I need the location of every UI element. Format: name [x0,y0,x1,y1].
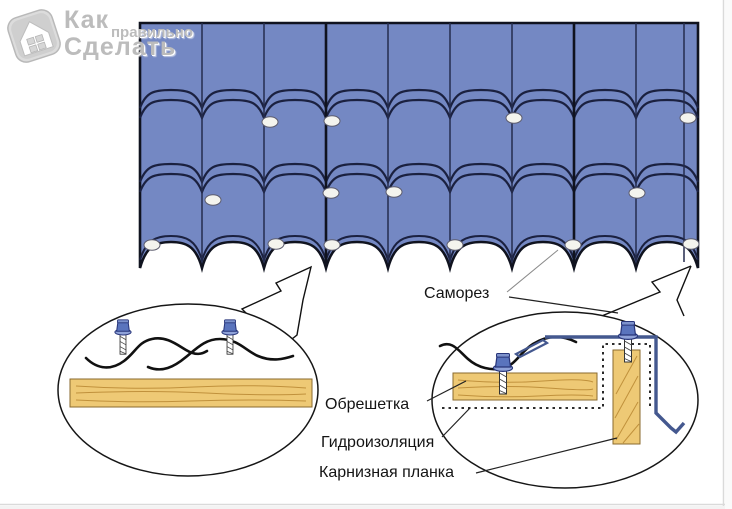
roof-screw [505,112,523,124]
logo-house-icon [7,9,61,63]
watermark-word-1: Как [64,6,109,34]
roof-screw [385,186,403,198]
label-eaves-strip: Карнизная планка [319,464,455,481]
roof-sheet-fill [138,21,700,273]
callout-arrow-right [574,265,692,328]
roof-screw [143,239,161,251]
roof-screws [143,112,700,251]
roof-screw [323,239,341,251]
sheet-joint-lines [324,23,576,266]
tile-column-lines [201,23,685,262]
roof-screw [204,194,222,206]
detail-oval-right [431,311,699,489]
roof-screw [682,238,700,250]
roof-screw [564,239,582,251]
tile-profile-waves-left [84,337,295,371]
lathing-batten-left [69,378,313,408]
lathing-batten-right [452,372,598,401]
roof-screw [261,116,279,128]
watermark-word-2: правильно [111,24,193,41]
watermark-word-3: Сделать [64,33,177,61]
roof-bottom-edge-inner-line [139,234,699,264]
roof-screw [322,187,340,199]
roof-screw [267,238,285,250]
roof-screw [323,115,341,127]
roof-screw [679,112,697,124]
roof-screw [446,239,464,251]
tile-wave-band-1 [138,88,700,122]
label-waterproofing: Гидроизоляция [321,434,435,451]
label-screw: Саморез [424,285,490,302]
label-lathing: Обрешетка [325,396,410,413]
detail-oval-left [57,303,319,477]
leader-lines [426,249,619,474]
waterproofing-dotted-line [442,343,651,409]
eaves-board [612,349,641,445]
tile-wave-band-2 [138,162,700,196]
roof-screw [628,187,646,199]
metal-tile-roof [138,21,700,273]
